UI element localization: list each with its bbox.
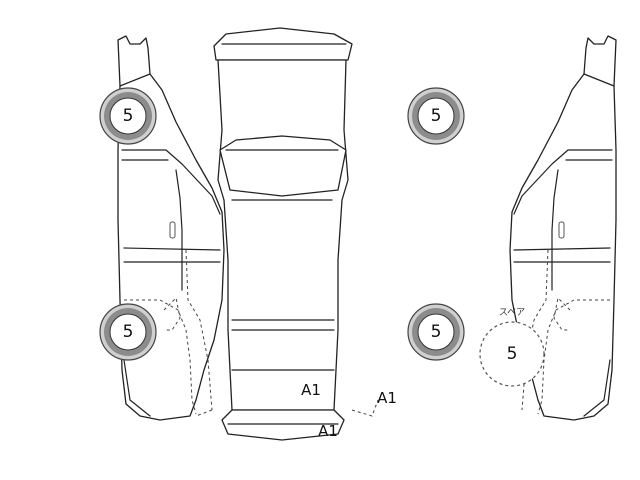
damage-mark-rear-bumper: A1: [318, 422, 338, 440]
tire-left-front-value: 5: [123, 106, 134, 126]
tire-right-front: 5: [407, 87, 465, 145]
left-door-handle: [169, 221, 176, 239]
damage-mark-rear-body: A1: [301, 381, 321, 399]
windshield: [219, 135, 347, 197]
tire-right-front-value: 5: [431, 106, 442, 126]
tire-left-rear-value: 5: [123, 322, 134, 342]
tire-left-front: 5: [99, 87, 157, 145]
tire-right-rear-value: 5: [431, 322, 442, 342]
tire-left-rear: 5: [99, 303, 157, 361]
right-door-handle: [558, 221, 565, 239]
tire-right-rear: 5: [407, 303, 465, 361]
spare-tire: スペア 5: [479, 308, 545, 387]
spare-value: 5: [507, 344, 518, 364]
top-view: [195, 27, 379, 441]
car-body-top: [217, 59, 349, 411]
rear-bumper: [221, 409, 345, 441]
damage-mark-right-rear-door: A1: [377, 389, 397, 407]
spare-caption: スペア: [499, 308, 525, 318]
